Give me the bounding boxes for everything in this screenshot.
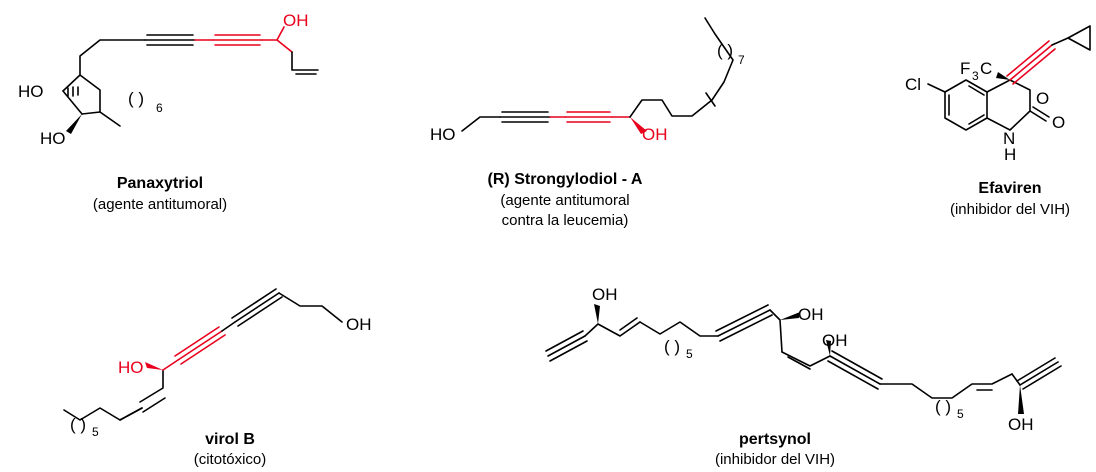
strongylodiol-ho-label: HO (430, 125, 456, 144)
efaviren-cl-label: Cl (905, 75, 921, 94)
strongylodiol-triple-bond-1 (499, 111, 551, 123)
efaviren-nh-h: H (1004, 145, 1016, 164)
panaxytriol-backbone (62, 39, 146, 92)
strongylodiol-paren-sub: 7 (738, 53, 745, 67)
pertsynol-oh1-label: OH (592, 285, 618, 304)
efaviren-o-ring: O (1036, 89, 1049, 108)
virol-b-desc: (citotóxico) (193, 451, 267, 468)
panaxytriol-ho-label: HO (18, 82, 44, 101)
efaviren-f3c-f: F (960, 59, 970, 78)
panaxytriol-triple-bond-1 (144, 34, 196, 46)
strongylodiol-name: (R) Strongylodiol - A (487, 171, 643, 188)
efaviren-triple-bond (1006, 37, 1069, 85)
pertsynol-desc: (inhibidor del VIH) (714, 451, 836, 468)
pertsynol-paren2-label: ( ) (935, 397, 951, 416)
virol-b-triple-bond-1 (174, 326, 226, 365)
panaxytriol-name: Panaxytriol (116, 175, 204, 192)
panaxytriol-wedge-bond (66, 114, 82, 134)
panaxytriol-paren-sub: 6 (156, 101, 163, 115)
efaviren-structure: Cl F 3 C O O N H (905, 25, 1091, 164)
strongylodiol-wedge-bond (630, 117, 647, 134)
pertsynol-paren1-label: ( ) (664, 337, 680, 356)
pertsynol-structure: OH OH OH OH ( ) 5 ( ) 5 (545, 285, 1062, 434)
virol-b-structure: HO OH ( ) 5 (63, 288, 372, 439)
virol-b-oh-label: OH (346, 315, 372, 334)
virol-b-name: virol B (205, 431, 255, 448)
pertsynol-paren2-sub: 5 (957, 407, 964, 421)
pertsynol-triple-bond-1 (715, 304, 773, 342)
strongylodiol-structure: HO OH ( ) 7 (430, 17, 745, 144)
pertsynol-triple-bond-2 (827, 350, 883, 390)
efaviren-desc: (inhibidor del VIH) (949, 201, 1071, 218)
pertsynol-oh4-label: OH (1008, 415, 1034, 434)
pertsynol-paren1-sub: 5 (686, 347, 693, 361)
efaviren-nh-n: N (1003, 129, 1015, 148)
pertsynol-terminal-alkyne-left (545, 330, 588, 362)
strongylodiol-desc-2: contra la leucemia) (501, 212, 629, 229)
efaviren-f3c-sub: 3 (972, 69, 979, 83)
virol-b-paren-sub: 5 (92, 425, 99, 439)
efaviren-name: Efaviren (978, 180, 1042, 197)
pertsynol-oh3-label: OH (822, 331, 848, 350)
panaxytriol-hashed-bond (67, 86, 79, 97)
panaxytriol-paren-label: ( ) (128, 89, 144, 108)
virol-b-paren-label: ( ) (70, 415, 86, 434)
strongylodiol-desc-1: (agente antitumoral (500, 192, 630, 209)
virol-b-triple-bond-2 (231, 288, 283, 327)
pertsynol-oh2-label: OH (798, 305, 824, 324)
panaxytriol-triple-bond-2 (212, 34, 263, 46)
panaxytriol-oh-label: OH (283, 11, 309, 30)
panaxytriol-desc: (agente antitumoral) (92, 196, 228, 213)
virol-b-ho-label: HO (118, 358, 144, 377)
virol-b-hashed-bond (145, 362, 163, 370)
panaxytriol-ho-bottom-label: HO (40, 129, 66, 148)
panaxytriol-structure: OH HO HO ( ) 6 (18, 11, 319, 148)
efaviren-o-carbonyl: O (1052, 113, 1065, 132)
strongylodiol-oh-label: OH (642, 125, 668, 144)
pertsynol-name: pertsynol (738, 431, 811, 448)
strongylodiol-paren-label: ( ) (717, 41, 733, 60)
efaviren-f3c-c: C (980, 59, 992, 78)
efaviren-wedge-bond (996, 72, 1010, 80)
strongylodiol-triple-bond-2 (564, 111, 613, 123)
pertsynol-terminal-alkyne-right (1016, 357, 1062, 390)
